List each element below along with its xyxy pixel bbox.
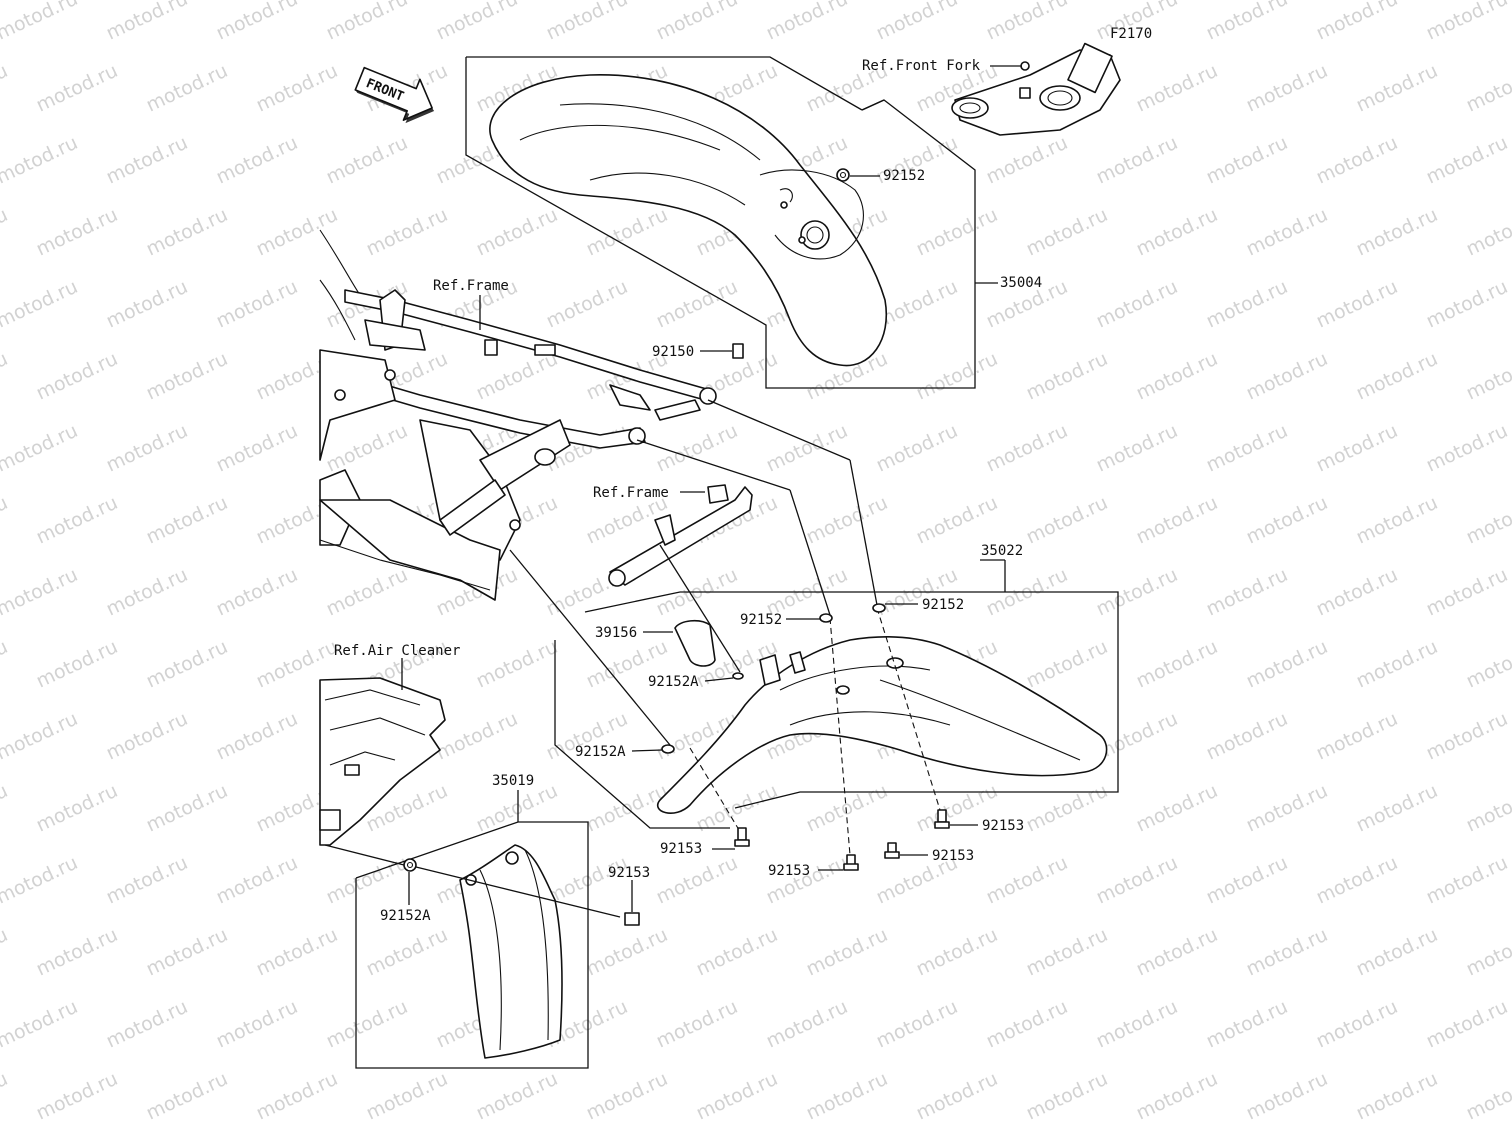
- part-92152A-b: 92152A: [575, 744, 626, 760]
- part-92152A-a: 92152A: [648, 674, 699, 690]
- mud-flap-group: [324, 790, 640, 1069]
- rear-fender-group: [509, 399, 1119, 871]
- ref-air-cleaner: Ref.Air Cleaner: [334, 643, 460, 659]
- part-92153-c: 92153: [932, 848, 974, 864]
- front-fender-group: [465, 56, 998, 389]
- part-35004: 35004: [1000, 275, 1042, 291]
- frame-ref-mid: [608, 484, 753, 587]
- front-fender: [489, 74, 888, 367]
- part-92152A-c: 92152A: [380, 908, 431, 924]
- mud-flap: [459, 844, 563, 1059]
- part-92152-a: 92152: [883, 168, 925, 184]
- part-92150: 92150: [652, 344, 694, 360]
- part-92153-e: 92153: [608, 865, 650, 881]
- part-35019: 35019: [492, 773, 534, 789]
- ref-frame-top: Ref.Frame: [433, 278, 509, 294]
- rear-fender: [657, 635, 1108, 814]
- front-arrow-icon: FRONT: [354, 66, 435, 124]
- diagram-code: F2170: [1110, 26, 1152, 42]
- part-92152-b: 92152: [740, 612, 782, 628]
- part-92153-d: 92153: [768, 863, 810, 879]
- ref-frame-mid: Ref.Frame: [593, 485, 669, 501]
- frame-ref-upper: [319, 229, 717, 601]
- ref-front-fork: Ref.Front Fork: [862, 58, 981, 74]
- air-cleaner-ref: [319, 658, 446, 846]
- part-39156: 39156: [595, 625, 637, 641]
- bolt-icon: [818, 854, 859, 871]
- front-fork-ref: [861, 42, 1121, 136]
- part-92153-b: 92153: [982, 818, 1024, 834]
- bolt-icon: [884, 842, 928, 859]
- bolt-icon: [934, 809, 978, 829]
- nut-icon: [624, 880, 640, 926]
- bolt-icon: [712, 827, 750, 850]
- part-92153-a: 92153: [660, 841, 702, 857]
- part-35022: 35022: [981, 543, 1023, 559]
- pad-39156: [674, 619, 716, 667]
- part-92152-c: 92152: [922, 597, 964, 613]
